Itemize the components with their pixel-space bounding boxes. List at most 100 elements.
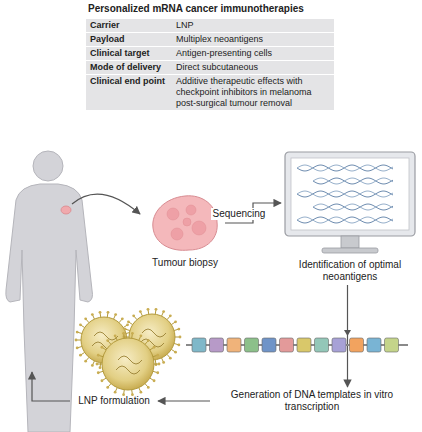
peg-knob (177, 328, 180, 331)
peg-knob (158, 363, 161, 366)
return-arrow (32, 372, 70, 401)
peg-knob (84, 360, 87, 363)
peg-knob (153, 346, 156, 349)
dna-trace (297, 191, 393, 197)
peg-knob (99, 311, 102, 314)
neoantigen-segment (297, 338, 311, 352)
mrna-cargo (116, 356, 142, 374)
node-label: Identification of optimal neoantigens (283, 259, 417, 283)
peg-knob (156, 371, 159, 374)
table-key: Mode of delivery (86, 60, 172, 74)
peg-knob (114, 313, 117, 316)
peg-knob (169, 357, 172, 360)
peg-knob (91, 364, 94, 367)
peg-knob (107, 311, 110, 314)
peg-knob (101, 346, 104, 349)
peg-knob (139, 391, 142, 394)
edge-label: Sequencing (211, 208, 268, 220)
table-value: Direct subcutaneous (172, 60, 334, 74)
strand-arrowhead (344, 330, 351, 336)
lnp-node: LNP formulation (72, 395, 156, 407)
peg-knob (106, 386, 109, 389)
peg-knob (162, 361, 165, 364)
computer-node: Identification of optimal neoantigens (283, 150, 417, 283)
table-value: Multiplex neoantigens (172, 32, 334, 46)
mrna-strand (186, 330, 408, 352)
neoantigen-segment (350, 338, 364, 352)
table-body: CarrierLNPPayloadMultiplex neoantigensCl… (86, 18, 334, 110)
peg-knob (147, 339, 150, 342)
neoantigen-segment (262, 338, 276, 352)
peg-knob (79, 323, 82, 326)
peg-knob (174, 320, 177, 323)
peg-knob (126, 323, 129, 326)
lnp-particles (75, 308, 182, 396)
peg-knob (114, 391, 117, 394)
peg-knob (75, 339, 78, 342)
table-value: LNP (172, 18, 334, 32)
neoantigen-segment (245, 338, 259, 352)
tumour-lobe (171, 228, 183, 240)
tumour-shape (147, 192, 223, 254)
node-label: Tumour biopsy (147, 257, 223, 269)
table-title: Personalized mRNA cancer immunotherapies (86, 2, 334, 18)
dna-trace (313, 178, 393, 184)
neoantigen-segment (385, 338, 399, 352)
tumour-lobe (186, 205, 196, 215)
peg-knob (169, 314, 172, 317)
peg-knob (153, 379, 156, 382)
peg-knob (84, 317, 87, 320)
peg-knob (79, 354, 82, 357)
peg-knob (147, 386, 150, 389)
table-value: Additive therapeutic effects with checkp… (172, 74, 334, 110)
peg-knob (139, 310, 142, 313)
flow-arrow (158, 400, 210, 401)
step-node: Generation of DNA templates in vitro tra… (212, 389, 412, 413)
tumour-node: Tumour biopsy (147, 192, 223, 269)
neoantigen-segment (227, 338, 241, 352)
peg-knob (122, 332, 125, 335)
peg-knob (99, 366, 102, 369)
neoantigen-segment (367, 338, 381, 352)
peg-knob (106, 339, 109, 342)
dna-trace (313, 204, 393, 210)
patient-figure (6, 151, 93, 432)
peg-knob (132, 314, 135, 317)
peg-knob (127, 320, 130, 323)
dna-trace (297, 217, 393, 223)
neoantigen-segment (332, 338, 346, 352)
peg-knob (156, 354, 159, 357)
dna-trace (297, 191, 393, 197)
table-key: Carrier (86, 18, 172, 32)
peg-knob (131, 332, 134, 335)
peg-knob (76, 346, 79, 349)
peg-knob (101, 379, 104, 382)
table-key: Clinical target (86, 46, 172, 60)
peg-knob (124, 328, 127, 331)
table-key: Payload (86, 32, 172, 46)
dna-trace (313, 178, 393, 184)
node-label: LNP formulation (72, 395, 156, 407)
peg-knob (91, 313, 94, 316)
neoantigen-segment (210, 338, 224, 352)
neoantigen-segment (192, 338, 206, 352)
peg-knob (155, 308, 158, 311)
peg-knob (97, 371, 100, 374)
dna-trace (297, 217, 393, 223)
tumour-lobe (167, 208, 179, 220)
peg-knob (177, 343, 180, 346)
peg-knob (147, 308, 150, 311)
table-value: Antigen-presenting cells (172, 46, 334, 60)
peg-knob (179, 336, 182, 339)
table-key: Clinical end point (86, 74, 172, 110)
summary-table: Personalized mRNA cancer immunotherapies… (86, 2, 334, 110)
peg-knob (76, 331, 79, 334)
dna-trace (313, 204, 393, 210)
neoantigen-segment (315, 338, 329, 352)
biopsy-arrow (72, 194, 140, 214)
peg-knob (174, 351, 177, 354)
lnp-particle (96, 332, 161, 396)
peg-knob (162, 310, 165, 313)
dna-trace (297, 165, 393, 171)
